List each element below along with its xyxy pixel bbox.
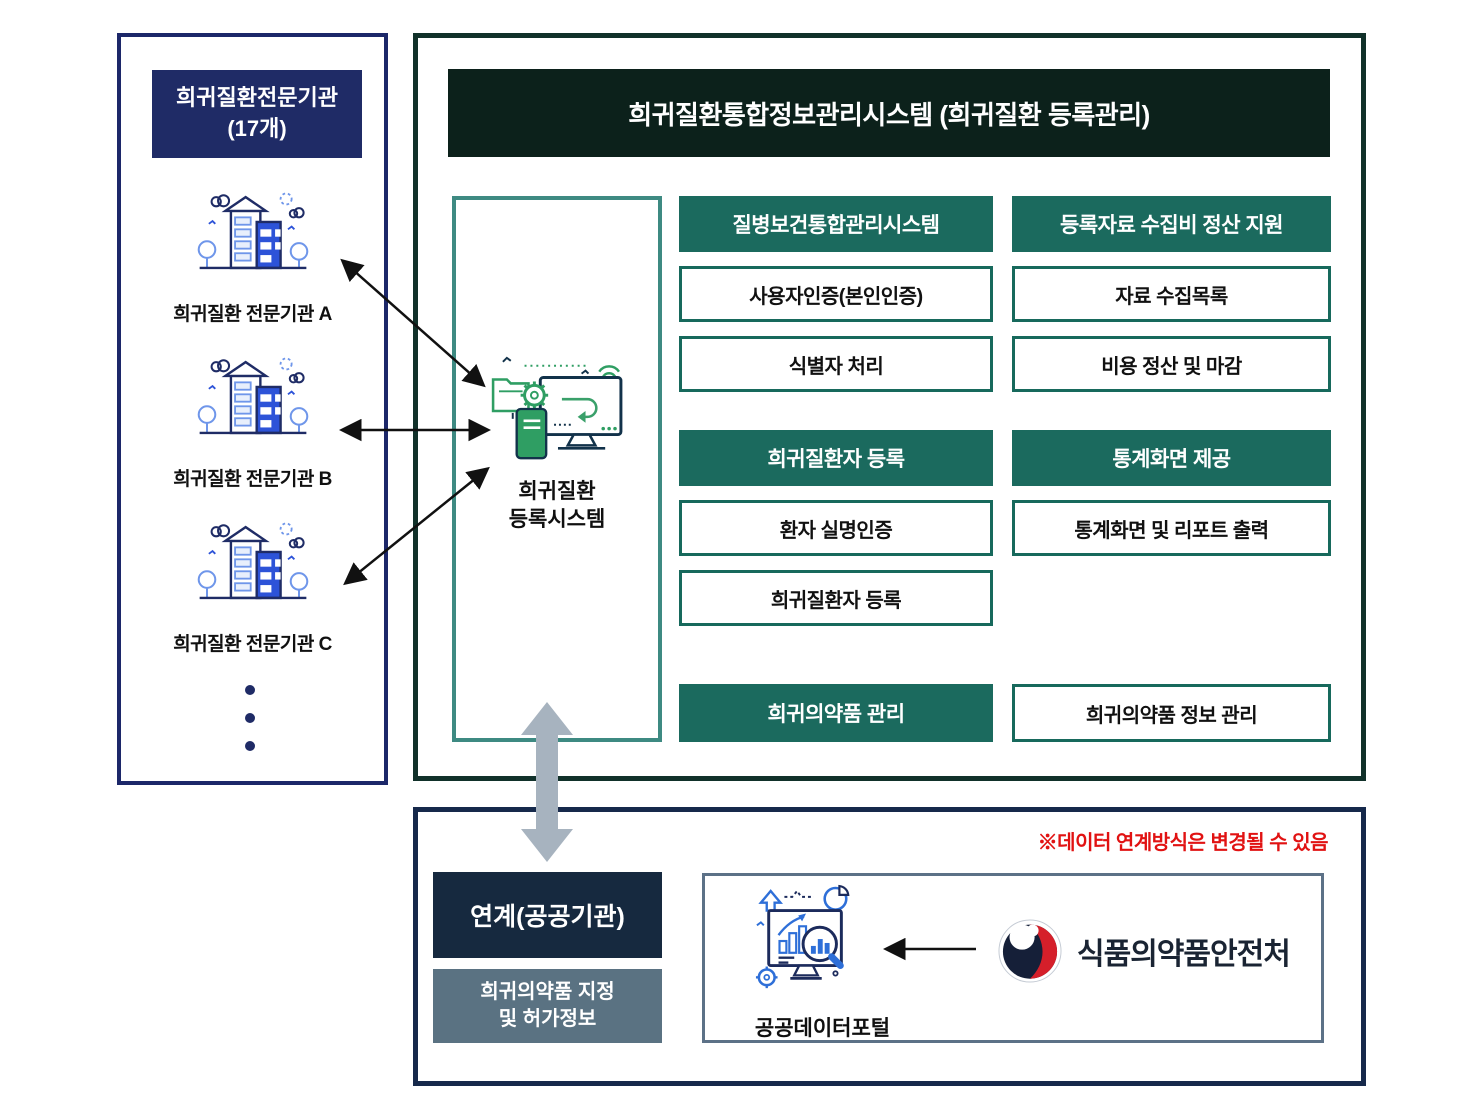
item-cost-settlement-closing: 비용 정산 및 마감 xyxy=(1012,336,1331,392)
item-rare-disease-patient-registration: 희귀질환자 등록 xyxy=(679,570,993,626)
institution-b-label: 희귀질환 전문기관 B xyxy=(173,469,332,490)
group-header-collection-fee-settlement: 등록자료 수집비 정산 지원 xyxy=(1012,196,1331,252)
public-data-portal-box: 공공데이터포털 식품의약품안전처 xyxy=(702,873,1324,1043)
institution-a-label: 희귀질환 전문기관 A xyxy=(173,304,332,325)
agency-mfds-label: 식품의약품안전처 xyxy=(1077,938,1291,971)
link-item-line2: 및 허가정보 xyxy=(498,1008,597,1030)
ellipsis-dot xyxy=(245,685,255,695)
main-panel-title: 희귀질환통합정보관리시스템 (희귀질환 등록관리) xyxy=(448,69,1330,157)
item-patient-real-name-verification: 환자 실명인증 xyxy=(679,500,993,556)
data-portal-label: 공공데이터포털 xyxy=(754,1017,891,1040)
building-icon xyxy=(197,192,308,270)
ellipsis-dot xyxy=(245,741,255,751)
item-data-collection-list: 자료 수집목록 xyxy=(1012,266,1331,322)
group-header-disease-health-system: 질병보건통합관리시스템 xyxy=(679,196,993,252)
data-portal-monitor-icon xyxy=(755,884,850,989)
registry-label-line2: 등록시스템 xyxy=(508,508,606,532)
item-statistics-report-output: 통계화면 및 리포트 출력 xyxy=(1012,500,1331,556)
institution-b xyxy=(121,352,384,449)
registry-label-line1: 희귀질환 xyxy=(518,480,596,503)
orphan-drug-designation-box: 희귀의약품 지정 및 허가정보 xyxy=(433,969,662,1043)
link-public-agency-header: 연계(공공기관) xyxy=(433,872,662,958)
building-icon xyxy=(197,522,308,600)
group-header-statistics-screen: 통계화면 제공 xyxy=(1012,430,1331,486)
item-orphan-drug-info-management: 희귀의약품 정보 관리 xyxy=(1012,684,1331,742)
group-header-orphan-drug-management: 희귀의약품 관리 xyxy=(679,684,993,742)
institutions-title-line2: (17개) xyxy=(227,116,287,141)
registry-system-label: 희귀질환 등록시스템 xyxy=(509,478,606,535)
registration-system-icon xyxy=(491,356,623,460)
institution-c-label: 희귀질환 전문기관 C xyxy=(173,634,332,655)
agency-mfds: 식품의약품안전처 xyxy=(997,918,1291,984)
korea-gov-emblem-logo xyxy=(998,919,1062,983)
integrated-system-panel: 희귀질환통합정보관리시스템 (희귀질환 등록관리) xyxy=(413,33,1366,781)
institution-c xyxy=(121,517,384,614)
institutions-panel: 희귀질환전문기관 (17개) xyxy=(117,33,388,785)
link-item-line1: 희귀의약품 지정 xyxy=(480,981,615,1003)
building-icon xyxy=(197,357,308,435)
data-link-note: ※데이터 연계방식은 변경될 수 있음 xyxy=(1037,832,1329,854)
institutions-panel-title: 희귀질환전문기관 (17개) xyxy=(152,70,362,158)
item-user-authentication: 사용자인증(본인인증) xyxy=(679,266,993,322)
public-agency-link-panel: ※데이터 연계방식은 변경될 수 있음 연계(공공기관) 희귀의약품 지정 및 … xyxy=(413,807,1366,1086)
group-header-patient-registration: 희귀질환자 등록 xyxy=(679,430,993,486)
institutions-title-line1: 희귀질환전문기관 xyxy=(176,85,338,111)
institution-a xyxy=(121,187,384,284)
ellipsis-dot xyxy=(245,713,255,723)
item-identifier-processing: 식별자 처리 xyxy=(679,336,993,392)
registry-system-box: 희귀질환 등록시스템 xyxy=(452,196,662,742)
